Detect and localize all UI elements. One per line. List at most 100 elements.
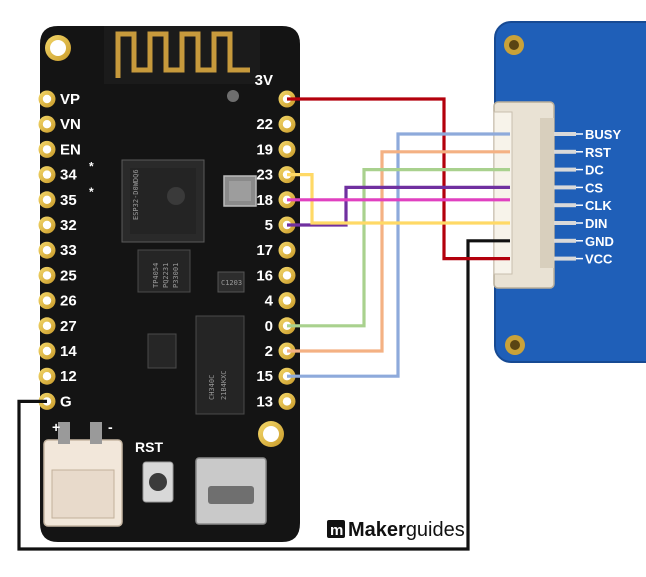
micro-usb-port[interactable] — [195, 457, 267, 525]
pin-label-0: 0 — [265, 318, 273, 335]
pin-label-g: G — [60, 393, 72, 410]
pin-pad-16 — [278, 266, 296, 284]
charger-ic-text-2: PQ2231 — [162, 263, 170, 288]
display-pin-cs — [554, 185, 576, 190]
pin-pad-25 — [38, 266, 56, 284]
esp32-board: ESP32-D0WDQ6 TP4054 PQ2231 P33001 C1203 … — [38, 26, 300, 542]
brand-icon-letter: m — [330, 522, 343, 539]
pin-label-35: 35 — [60, 192, 77, 209]
rst-label: RST — [135, 439, 163, 455]
pin-label-16: 16 — [256, 267, 273, 284]
pin-star-mark: * — [89, 185, 94, 199]
pin-pad-14 — [38, 342, 56, 360]
pin-pad-19 — [278, 140, 296, 158]
pin-label-vp: VP — [60, 91, 80, 108]
display-pin-label-rst: RST — [585, 145, 611, 160]
battery-connector — [43, 422, 123, 527]
brand-name-regular: guides — [406, 519, 465, 541]
board-mount-hole-bottom-right — [258, 421, 284, 447]
pin-label-12: 12 — [60, 368, 77, 385]
pin-label-5: 5 — [265, 217, 273, 234]
display-pin-label-gnd: GND — [585, 234, 614, 249]
pin-label-19: 19 — [256, 141, 273, 158]
pin-pad-27 — [38, 317, 56, 335]
pin-label-vn: VN — [60, 116, 81, 133]
pin-pad-12 — [38, 367, 56, 385]
display-pin-label-clk: CLK — [585, 198, 612, 213]
battery-plus-label: + — [52, 419, 60, 435]
pin-label-27: 27 — [60, 318, 77, 335]
pin-pad-13 — [278, 392, 296, 410]
wifi-antenna — [104, 26, 260, 84]
pin-pad-vp — [38, 90, 56, 108]
brand-icon — [327, 520, 345, 538]
display-pin-gnd — [554, 238, 576, 243]
wire-g-to-gnd — [17, 239, 510, 551]
brand-logo: m Makerguides — [327, 519, 465, 541]
pin-pad-32 — [38, 216, 56, 234]
pin-pad-26 — [38, 292, 56, 310]
display-pin-label-din: DIN — [585, 216, 607, 231]
pin-pad-4 — [278, 292, 296, 310]
pin-label-13: 13 — [256, 393, 273, 410]
pin-pad-17 — [278, 241, 296, 259]
display-pin-clk — [554, 203, 576, 208]
pin-label-32: 32 — [60, 217, 77, 234]
pin-pad-en — [38, 140, 56, 158]
pin-label-25: 25 — [60, 267, 77, 284]
pin-pad-34 — [38, 166, 56, 184]
pin-label-17: 17 — [256, 242, 273, 259]
pin-pad-22 — [278, 115, 296, 133]
pin-label-14: 14 — [60, 343, 77, 360]
charger-ic-text-3: P33001 — [172, 263, 180, 288]
pin-label-2: 2 — [265, 343, 273, 360]
wire-5-to-cs — [287, 185, 510, 227]
wire-2-to-rst — [287, 150, 510, 353]
charger-ic: TP4054 PQ2231 P33001 — [137, 249, 191, 293]
board-led — [227, 90, 239, 102]
pin-pad-vn — [38, 115, 56, 133]
display-pin-label-busy: BUSY — [585, 127, 621, 142]
charger-ic-text-1: TP4054 — [152, 263, 160, 288]
esp32-chip: ESP32-D0WDQ6 — [121, 159, 205, 243]
regulator: C1203 — [217, 271, 245, 293]
display-pin-busy — [554, 132, 576, 136]
pin-label-26: 26 — [60, 293, 77, 310]
wires — [17, 97, 510, 551]
board-mount-hole-top-left — [45, 35, 71, 61]
pin-label-33: 33 — [60, 242, 77, 259]
pin-label-4: 4 — [265, 293, 274, 310]
transistor — [147, 333, 177, 369]
display-pin-dc — [554, 167, 576, 172]
pin-star-mark: * — [89, 160, 94, 174]
display-mount-hole-top — [504, 35, 524, 55]
wire-0-to-dc — [287, 168, 510, 328]
usb-serial-chip: CH340C 21B4KXC — [195, 315, 245, 415]
reset-button[interactable] — [142, 461, 174, 503]
pin-label-22: 22 — [256, 116, 273, 133]
brand-name-bold: Maker — [348, 519, 406, 541]
brand-name: Makerguides — [348, 519, 465, 541]
pin-label-15: 15 — [256, 368, 273, 385]
display-pin-din — [554, 221, 576, 225]
esp32-chip-text: ESP32-D0WDQ6 — [132, 169, 140, 220]
wire-15-to-busy — [287, 132, 510, 378]
usb-serial-chip-text-1: CH340C — [208, 375, 216, 400]
pin-label-34: 34 — [60, 167, 77, 184]
display-pin-label-vcc: VCC — [585, 252, 613, 267]
pin-pad-33 — [38, 241, 56, 259]
wire-3v-to-vcc — [287, 97, 510, 261]
regulator-text: C1203 — [221, 279, 242, 287]
battery-minus-label: - — [108, 419, 113, 435]
pin-pad-35 — [38, 191, 56, 209]
pin-label-3v: 3V — [255, 72, 273, 89]
display-pin-rst — [554, 149, 576, 154]
usb-serial-chip-text-2: 21B4KXC — [220, 370, 228, 400]
display-pin-vcc — [554, 256, 576, 261]
pin-label-23: 23 — [256, 167, 273, 184]
crystal — [223, 175, 257, 207]
pin-label-18: 18 — [256, 192, 273, 209]
